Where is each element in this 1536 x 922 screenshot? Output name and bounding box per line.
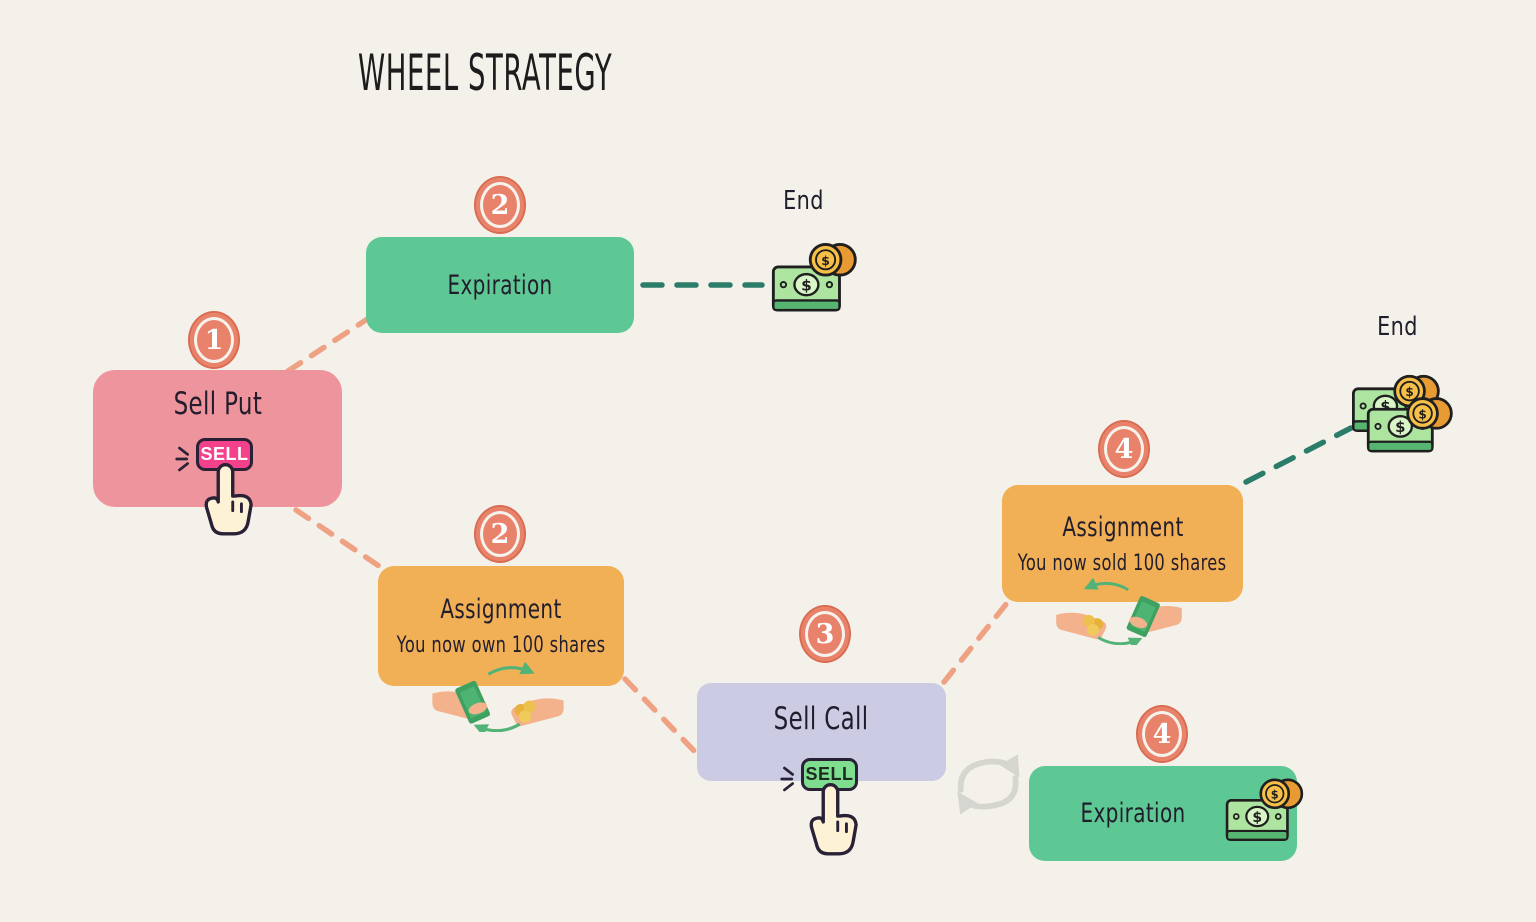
sell-call-box: Sell Call <box>697 683 946 781</box>
click-burst-icon <box>175 446 190 472</box>
page-title: WHEEL STRATEGY <box>358 44 613 102</box>
step-badge-1: 1 <box>188 311 240 369</box>
click-burst-icon <box>780 766 794 792</box>
sell-put-label: Sell Put <box>173 386 262 422</box>
loop-arrows-icon <box>957 754 1020 815</box>
step-badge-2-expiration: 2 <box>474 176 526 234</box>
step-badge-4-assignment: 4 <box>1098 420 1150 478</box>
step-badge-2-assignment: 2 <box>474 505 526 563</box>
connector-sellput-to-expiration <box>285 315 372 374</box>
expiration-top-box: Expiration <box>366 237 634 333</box>
assignment-own-label: Assignment <box>440 594 562 625</box>
assignment-sold-box: Assignment You now sold 100 shares <box>1002 485 1243 602</box>
step-badge-3: 3 <box>799 605 851 663</box>
assignment-own-box: Assignment You now own 100 shares <box>378 566 624 686</box>
end-label-top: End <box>782 186 824 216</box>
assignment-own-subtitle: You now own 100 shares <box>396 633 606 658</box>
money-icon <box>1225 778 1304 841</box>
assignment-sold-subtitle: You now sold 100 shares <box>1018 550 1227 576</box>
expiration-top-label: Expiration <box>447 269 553 301</box>
connector-assignment-to-end <box>1243 425 1354 485</box>
expiration-bottom-label: Expiration <box>1080 798 1186 829</box>
connector-sellput-to-assignment <box>293 507 385 571</box>
connector-assignment-to-sellcall <box>622 676 703 760</box>
money-stack-icon <box>1352 374 1453 453</box>
connector-sellcall-to-assignment <box>941 600 1010 685</box>
sell-call-sell-button: SELL <box>801 758 858 791</box>
hand-cursor-icon <box>204 462 253 536</box>
money-icon <box>771 242 857 312</box>
exchange-hands-icon <box>1056 578 1182 645</box>
sell-call-label: Sell Call <box>774 701 869 737</box>
exchange-hands-icon <box>432 662 564 732</box>
step-badge-4-expiration: 4 <box>1136 705 1188 763</box>
assignment-sold-label: Assignment <box>1061 511 1184 543</box>
end-label-right: End <box>1376 312 1418 342</box>
hand-cursor-icon <box>809 782 858 856</box>
